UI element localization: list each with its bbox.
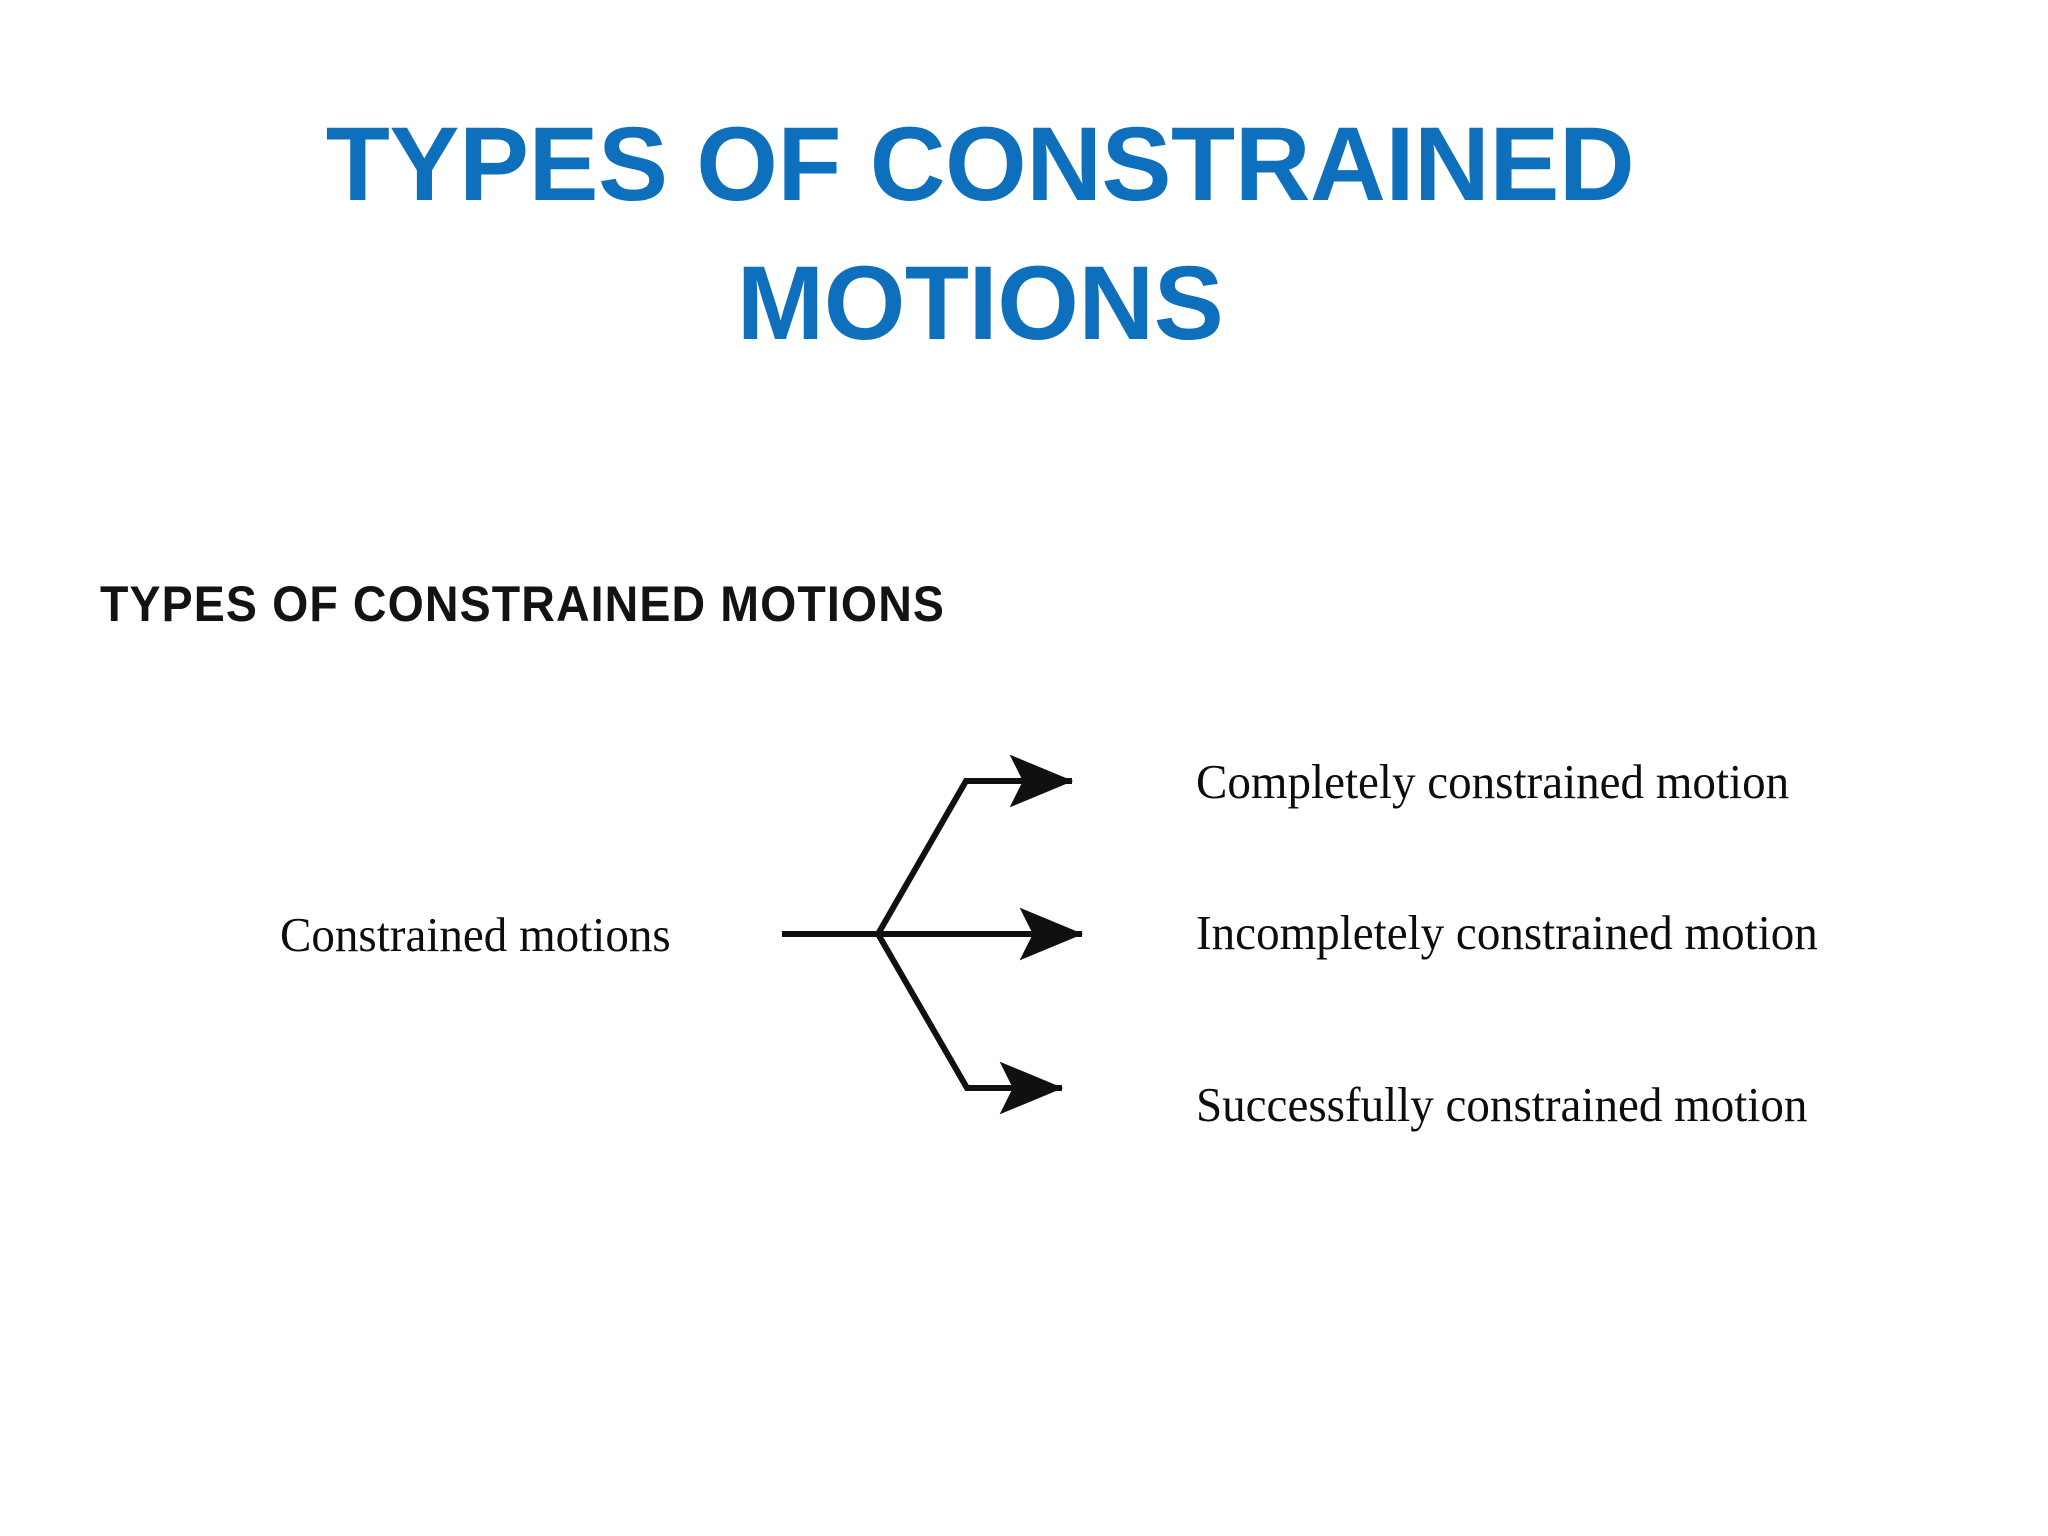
diagram-node-root: Constrained motions <box>280 907 671 962</box>
figure-heading: TYPES OF CONSTRAINED MOTIONS <box>100 576 946 632</box>
diagram-node-successfully-constrained-motion: Successfully constrained motion <box>1196 1077 1808 1132</box>
diagram-node-incompletely-constrained-motion: Incompletely constrained motion <box>1196 905 1818 960</box>
edge-to-successfully <box>875 932 1064 1115</box>
page-title: TYPES OF CONSTRAINED MOTIONS <box>325 106 1635 362</box>
edge-to-completely <box>875 754 1074 936</box>
diagram-node-completely-constrained-motion: Completely constrained motion <box>1196 754 1790 809</box>
